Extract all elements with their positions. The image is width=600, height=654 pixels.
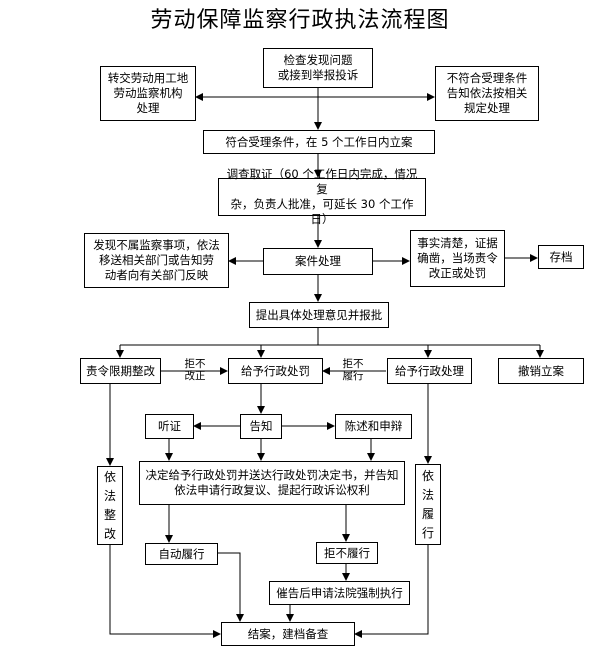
node-notify: 告知 — [240, 414, 282, 439]
node-refuse-perform: 拒不履行 — [316, 542, 378, 564]
node-decision: 决定给予行政处罚并送达行政处罚决定书，并告知 依法申请行政复议、提起行政诉讼权利 — [139, 461, 405, 505]
label-refuse-correct: 拒不 改正 — [184, 358, 206, 382]
node-self-perform: 自动履行 — [145, 543, 218, 565]
node-revoke: 撤销立案 — [498, 358, 584, 384]
node-order-correct: 责令限期整改 — [80, 358, 161, 384]
node-statement: 陈述和申辩 — [335, 414, 412, 439]
node-hearing: 听证 — [145, 414, 194, 439]
node-investigate: 调查取证（60 个工作日内完成，情况复 杂，负责人批准，可延长 30 个工作日） — [218, 167, 426, 226]
node-archive: 存档 — [538, 245, 584, 269]
node-accept: 符合受理条件，在 5 个工作日内立案 — [203, 130, 435, 154]
node-give-penalty: 给予行政处罚 — [228, 358, 323, 384]
node-enforce: 催告后申请法院强制执行 — [269, 581, 410, 605]
diagram-title: 劳动保障监察行政执法流程图 — [150, 8, 450, 33]
arrow-self-close — [218, 552, 244, 622]
node-reject: 不符合受理条件 告知依法按相关 规定处理 — [435, 66, 539, 121]
arrow-comply-close — [109, 545, 221, 638]
node-admin-handle: 给予行政处理 — [387, 358, 472, 384]
arrow-perform-close — [354, 545, 429, 638]
node-comply-correct: 依 法 整 改 — [97, 466, 123, 545]
node-comply-perform: 依 法 履 行 — [415, 464, 441, 545]
node-not-scope: 发现不属监察事项，依法 移送相关部门或告知劳 动者向有关部门反映 — [84, 233, 229, 288]
node-transfer: 转交劳动用工地 劳动监察机构 处理 — [100, 66, 196, 121]
node-propose: 提出具体处理意见并报批 — [249, 302, 389, 328]
node-facts-clear: 事实清楚，证据 确凿，当场责令 改正或处罚 — [410, 230, 505, 287]
node-check: 检查发现问题 或接到举报投诉 — [263, 48, 373, 88]
node-case-handle: 案件处理 — [263, 248, 373, 275]
node-close: 结案，建档备查 — [221, 622, 355, 646]
label-refuse-perform: 拒不 履行 — [342, 358, 364, 382]
